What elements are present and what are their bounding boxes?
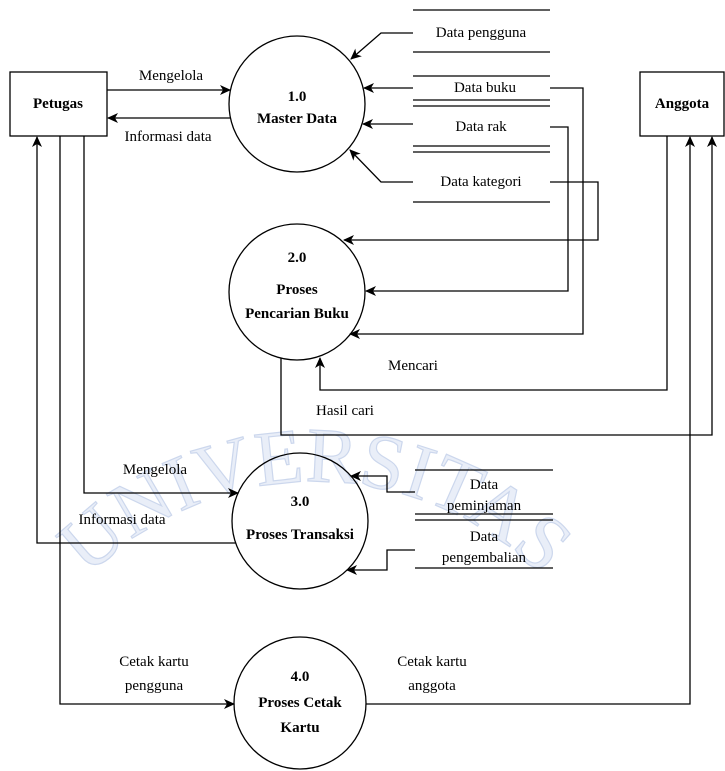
process-number: 1.0 bbox=[288, 89, 307, 105]
process-number: 3.0 bbox=[291, 494, 310, 510]
entity-anggota: Anggota bbox=[639, 71, 725, 137]
entity-petugas-label: Petugas bbox=[33, 96, 83, 112]
process-circle bbox=[228, 35, 366, 173]
store-data-buku: Data buku bbox=[413, 75, 550, 101]
store-label: Data buku bbox=[454, 80, 517, 96]
process-label: Proses Transaksi bbox=[246, 527, 354, 543]
store-data-pengembalian: Data pengembalian bbox=[415, 519, 553, 569]
store-data-kategori: Data kategori bbox=[413, 151, 550, 203]
process-pencarian-buku: 2.0 Proses Pencarian Buku bbox=[228, 223, 366, 361]
store-label: peminjaman bbox=[447, 498, 522, 514]
flow-petugas-to-cetak-label: pengguna bbox=[125, 678, 184, 694]
flow-petugas-to-master-label: Mengelola bbox=[139, 68, 203, 84]
entity-petugas: Petugas bbox=[9, 71, 108, 137]
process-number: 2.0 bbox=[288, 250, 307, 266]
process-label: Kartu bbox=[280, 720, 319, 736]
flow-buku-to-pencarian-arrow bbox=[349, 87, 584, 339]
flow-peminjaman-to-transaksi-arrow bbox=[350, 471, 415, 493]
flow-petugas-to-cetak-label: Cetak kartu bbox=[119, 654, 189, 670]
flow-rak-to-pencarian-arrow bbox=[365, 126, 569, 296]
flow-cetak-to-anggota-label: anggota bbox=[408, 678, 456, 694]
process-label: Pencarian Buku bbox=[245, 306, 349, 322]
flow-petugas-to-transaksi-arrow bbox=[83, 136, 239, 498]
flow-cetak-to-anggota-label: Cetak kartu bbox=[397, 654, 467, 670]
store-label: Data pengguna bbox=[436, 25, 527, 41]
store-label: Data rak bbox=[455, 119, 507, 135]
store-data-rak: Data rak bbox=[413, 105, 550, 147]
process-transaksi: 3.0 Proses Transaksi bbox=[231, 452, 369, 590]
entity-anggota-box bbox=[639, 71, 725, 137]
process-master-data: 1.0 Master Data bbox=[228, 35, 366, 173]
process-cetak-kartu: 4.0 Proses Cetak Kartu bbox=[233, 636, 367, 770]
flow-anggota-to-pencarian-label: Mencari bbox=[388, 358, 438, 374]
store-data-peminjaman: Data peminjaman bbox=[415, 469, 553, 515]
flow-petugas-to-cetak-arrow bbox=[59, 136, 235, 709]
flow-anggota-to-pencarian-arrow bbox=[315, 136, 668, 391]
flow-pencarian-to-anggota-arrow bbox=[280, 136, 717, 436]
store-data-pengguna: Data pengguna bbox=[413, 9, 550, 53]
process-number: 4.0 bbox=[291, 669, 310, 685]
flow-petugas-to-transaksi-label: Mengelola bbox=[123, 462, 187, 478]
process-label: Master Data bbox=[257, 111, 338, 127]
process-circle bbox=[231, 452, 369, 590]
store-label: pengembalian bbox=[442, 550, 527, 566]
entity-petugas-box bbox=[9, 71, 108, 137]
flow-pencarian-to-anggota-label: Hasil cari bbox=[316, 403, 374, 419]
flow-kategori-to-pencarian-arrow bbox=[343, 181, 599, 245]
store-label: Data kategori bbox=[440, 174, 521, 190]
store-label: Data bbox=[470, 477, 499, 493]
flow-kategori-to-master-arrow bbox=[349, 149, 413, 183]
flow-transaksi-to-petugas-arrow bbox=[32, 136, 236, 544]
process-label: Proses bbox=[276, 282, 318, 298]
flow-pengembalian-to-transaksi-arrow bbox=[346, 549, 415, 575]
flow-transaksi-to-petugas-label: Informasi data bbox=[78, 512, 165, 528]
flow-pengguna-to-master-arrow bbox=[350, 32, 413, 60]
flow-cetak-to-anggota-arrow bbox=[366, 136, 695, 705]
process-label: Proses Cetak bbox=[258, 695, 342, 711]
store-label: Data bbox=[470, 529, 499, 545]
flow-master-to-petugas-label: Informasi data bbox=[124, 129, 211, 145]
entity-anggota-label: Anggota bbox=[655, 96, 710, 112]
